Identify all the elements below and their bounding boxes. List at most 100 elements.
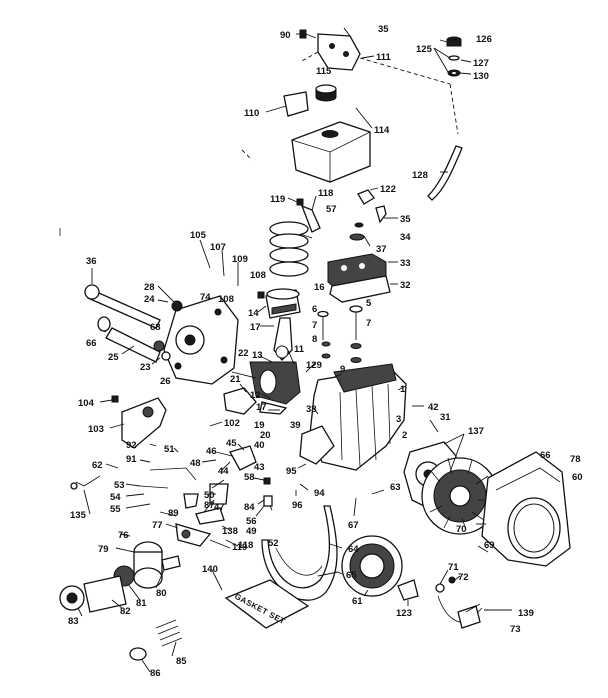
part-callout-91: 91 [126, 454, 137, 465]
part-callout-13: 13 [252, 350, 263, 361]
leader-lines [59, 27, 512, 673]
part-callout-81: 81 [136, 598, 147, 609]
part-callout-33: 33 [400, 258, 411, 269]
part-callout-63: 63 [390, 482, 401, 493]
part-callout-45: 45 [226, 438, 237, 449]
part-callout-43: 43 [254, 462, 265, 473]
part-callout-135: 135 [70, 510, 87, 521]
part-callout-57: 57 [326, 204, 337, 215]
part-callout-56: 56 [246, 516, 257, 527]
part-callout-76: 76 [118, 530, 129, 541]
part-callout-9: 9 [340, 364, 345, 375]
part-callout-14: 14 [248, 308, 259, 319]
part-callout-140: 140 [202, 564, 218, 575]
part-callout-130: 130 [473, 71, 489, 82]
part-callout-128: 128 [412, 170, 428, 181]
part-callout-46: 46 [206, 446, 217, 457]
part-callout-82: 82 [120, 606, 131, 617]
part-callout-6: 6 [312, 304, 317, 315]
part-callout-127: 127 [473, 58, 489, 69]
part-callout-86: 86 [150, 668, 161, 679]
part-callout-62: 62 [92, 460, 103, 471]
part-callout-118: 118 [238, 540, 253, 551]
part-callout-7: 7 [366, 318, 371, 329]
part-callout-25: 25 [108, 352, 119, 363]
gasket-set-box [224, 579, 310, 629]
part-callout-8: 8 [312, 334, 317, 345]
part-callout-35: 35 [400, 214, 411, 225]
part-callout-52: 52 [268, 538, 279, 549]
callout-labels: 9035126125127130111115110114128122119118… [68, 24, 583, 679]
part-callout-31: 31 [440, 412, 451, 423]
part-callout-50: 50 [204, 490, 215, 501]
part-callout-34: 34 [400, 232, 411, 243]
part-callout-53: 53 [114, 480, 125, 491]
part-callout-39: 39 [290, 420, 301, 431]
part-callout-78: 78 [570, 454, 581, 465]
part-callout-60: 60 [572, 472, 583, 483]
part-callout-21: 21 [230, 374, 241, 385]
part-callout-42: 42 [428, 402, 439, 413]
part-callout-109: 109 [232, 254, 248, 265]
part-callout-96: 96 [292, 500, 303, 511]
part-callout-110: 110 [244, 108, 259, 119]
part-callout-12: 12 [250, 390, 261, 401]
part-callout-26: 26 [160, 376, 171, 387]
part-callout-103: 103 [88, 424, 104, 435]
plate-part [283, 91, 309, 117]
part-callout-1: 1 [400, 384, 406, 395]
part-callout-77: 77 [152, 520, 163, 531]
part-callout-83: 83 [68, 616, 79, 627]
part-callout-2: 2 [402, 430, 407, 441]
part-callout-94: 94 [314, 488, 325, 499]
part-callout-90: 90 [280, 30, 291, 41]
part-callout-58: 58 [244, 472, 255, 483]
part-callout-17: 17 [256, 402, 267, 413]
part-callout-108: 108 [218, 294, 234, 305]
part-callout-108: 108 [250, 270, 266, 281]
part-callout-89: 89 [168, 508, 179, 519]
part-callout-79: 79 [98, 544, 109, 555]
part-callout-54: 54 [110, 492, 121, 503]
part-callout-126: 126 [476, 34, 492, 45]
part-callout-19: 19 [254, 420, 265, 431]
part-callout-36: 36 [86, 256, 97, 267]
part-callout-102: 102 [224, 418, 240, 429]
part-callout-71: 71 [448, 562, 459, 573]
part-callout-119: 119 [232, 542, 247, 553]
part-callout-38: 38 [306, 404, 317, 415]
part-callout-28: 28 [144, 282, 155, 293]
part-callout-51: 51 [164, 444, 175, 455]
part-callout-138: 138 [222, 526, 238, 537]
part-callout-61: 61 [352, 596, 363, 607]
part-callout-114: 114 [374, 125, 390, 136]
part-callout-122: 122 [380, 184, 396, 195]
part-callout-139: 139 [518, 608, 534, 619]
part-callout-37: 37 [376, 244, 387, 255]
part-callout-84: 84 [244, 502, 255, 513]
part-callout-137: 137 [468, 426, 484, 437]
part-callout-72: 72 [458, 572, 469, 583]
part-callout-105: 105 [190, 230, 207, 241]
part-callout-20: 20 [260, 430, 271, 441]
part-callout-87: 87 [204, 500, 215, 511]
part-callout-123: 123 [396, 608, 412, 619]
part-callout-17: 17 [250, 322, 261, 333]
part-callout-129: 129 [306, 360, 322, 371]
part-callout-55: 55 [110, 504, 121, 515]
part-callout-67: 67 [348, 520, 359, 531]
part-callout-22: 22 [238, 348, 249, 359]
fuel-tank-part [291, 121, 371, 183]
part-callout-44: 44 [218, 466, 229, 477]
part-callout-3: 3 [396, 414, 401, 425]
part-callout-24: 24 [144, 294, 155, 305]
part-callout-11: 11 [294, 344, 305, 355]
part-callout-35: 35 [378, 24, 389, 35]
part-callout-115: 115 [316, 66, 332, 77]
part-callout-5: 5 [366, 298, 372, 309]
part-callout-80: 80 [156, 588, 167, 599]
part-callout-16: 16 [314, 282, 325, 293]
parts-geometry [59, 29, 571, 661]
